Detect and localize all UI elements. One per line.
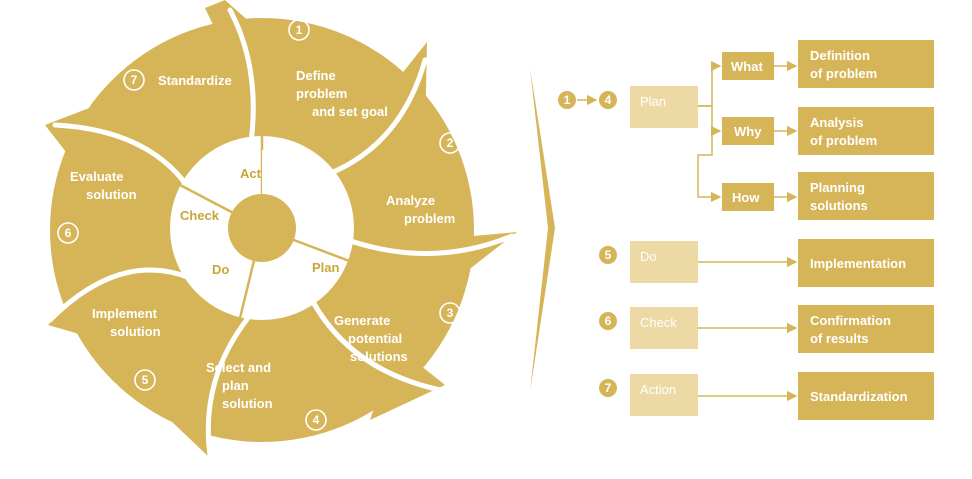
segment-6: 6 Evaluate solution — [57, 169, 137, 244]
step-number: 1 — [296, 23, 303, 37]
flowchart: 1 4 Plan What Why How Definition of prob… — [558, 40, 934, 420]
result-box-planning — [798, 172, 934, 220]
segment-3: 3 Generate potential solutions — [334, 302, 461, 364]
step-badge-6 — [599, 312, 617, 330]
question-box-how — [722, 183, 774, 211]
segment-2: 2 Analyze problem — [386, 132, 461, 226]
phase-label: Check — [640, 315, 677, 330]
step-number: 7 — [605, 381, 612, 395]
step-number: 6 — [605, 314, 612, 328]
step-number: 4 — [605, 93, 612, 107]
result-box-implementation — [798, 239, 934, 287]
segment-label-line: problem — [296, 86, 347, 101]
segment-label-line: Implement — [92, 306, 158, 321]
result-label: Standardization — [810, 389, 908, 404]
step-badge-1 — [558, 91, 576, 109]
step-number: 3 — [447, 306, 454, 320]
step-number: 1 — [564, 93, 571, 107]
segment-label-line: Analyze — [386, 193, 435, 208]
question-box-what — [722, 52, 774, 80]
separator-7 — [52, 122, 193, 193]
segment-label-line: and set goal — [312, 104, 388, 119]
result-label: Confirmation — [810, 313, 891, 328]
result-label: Definition — [810, 48, 870, 63]
segment-label-line: Generate — [334, 313, 390, 328]
inner-label-do: Do — [212, 262, 229, 277]
segment-label-line: solution — [110, 324, 161, 339]
segment-4: 4 Select and plan solution — [206, 360, 327, 431]
segment-label-line: Standardize — [158, 73, 232, 88]
phase-label: Action — [640, 382, 676, 397]
question-label: What — [731, 59, 763, 74]
step-badge — [288, 19, 310, 41]
segment-label-line: problem — [404, 211, 455, 226]
step-number: 2 — [447, 136, 454, 150]
arrow-tip-4 — [170, 395, 210, 458]
arrow-tip-5 — [48, 280, 100, 340]
inner-label-check: Check — [180, 208, 220, 223]
question-box-why — [722, 117, 774, 145]
result-box-standardization — [798, 372, 934, 420]
question-label: Why — [734, 124, 762, 139]
result-label: of problem — [810, 66, 877, 81]
segment-5: 5 Implement solution — [92, 306, 161, 391]
step-number: 6 — [65, 226, 72, 240]
separator-6 — [47, 267, 193, 323]
arrow-tip-6 — [45, 100, 110, 170]
separator-1 — [227, 7, 256, 153]
cycle-center — [228, 194, 296, 262]
cycle-wheel: Act Plan Do Check 1 Define problem and s… — [45, 0, 517, 458]
segment-label-line: solutions — [350, 349, 408, 364]
segment-label-line: solution — [222, 396, 273, 411]
phase-box-do — [630, 241, 698, 283]
step-number: 5 — [142, 373, 149, 387]
chevron-arrow — [530, 68, 555, 392]
step-number: 4 — [313, 413, 320, 427]
segment-label-line: potential — [348, 331, 402, 346]
inner-label-plan: Plan — [312, 260, 340, 275]
step-number: 5 — [605, 248, 612, 262]
result-label: solutions — [810, 198, 868, 213]
result-label: Implementation — [810, 256, 906, 271]
result-label: of problem — [810, 133, 877, 148]
step-badge-7 — [599, 379, 617, 397]
phase-box-action — [630, 374, 698, 416]
separator-5 — [205, 315, 251, 458]
segment-label-line: Evaluate — [70, 169, 123, 184]
result-label: Planning — [810, 180, 865, 195]
separator-3 — [339, 233, 515, 256]
separator-2 — [315, 57, 428, 181]
result-box-definition — [798, 40, 934, 88]
phase-box-plan — [630, 86, 698, 128]
step-badge-4 — [599, 91, 617, 109]
inner-label-act: Act — [240, 166, 262, 181]
question-label: How — [732, 190, 760, 205]
segment-7: 7 Standardize — [123, 69, 232, 91]
result-label: Analysis — [810, 115, 863, 130]
arrow-tip-1 — [385, 42, 427, 140]
result-box-analysis — [798, 107, 934, 155]
segment-label-line: Select and — [206, 360, 271, 375]
step-badge-5 — [599, 246, 617, 264]
result-box-confirmation — [798, 305, 934, 353]
segment-label-line: solution — [86, 187, 137, 202]
step-number: 7 — [131, 73, 138, 87]
separator-4 — [309, 297, 443, 393]
result-label: of results — [810, 331, 869, 346]
segment-1: 1 Define problem and set goal — [288, 19, 388, 119]
phase-label: Plan — [640, 94, 666, 109]
phase-label: Do — [640, 249, 657, 264]
segment-label-line: plan — [222, 378, 249, 393]
arrow-tip-2 — [430, 232, 517, 300]
segment-label-line: Define — [296, 68, 336, 83]
phase-box-check — [630, 307, 698, 349]
